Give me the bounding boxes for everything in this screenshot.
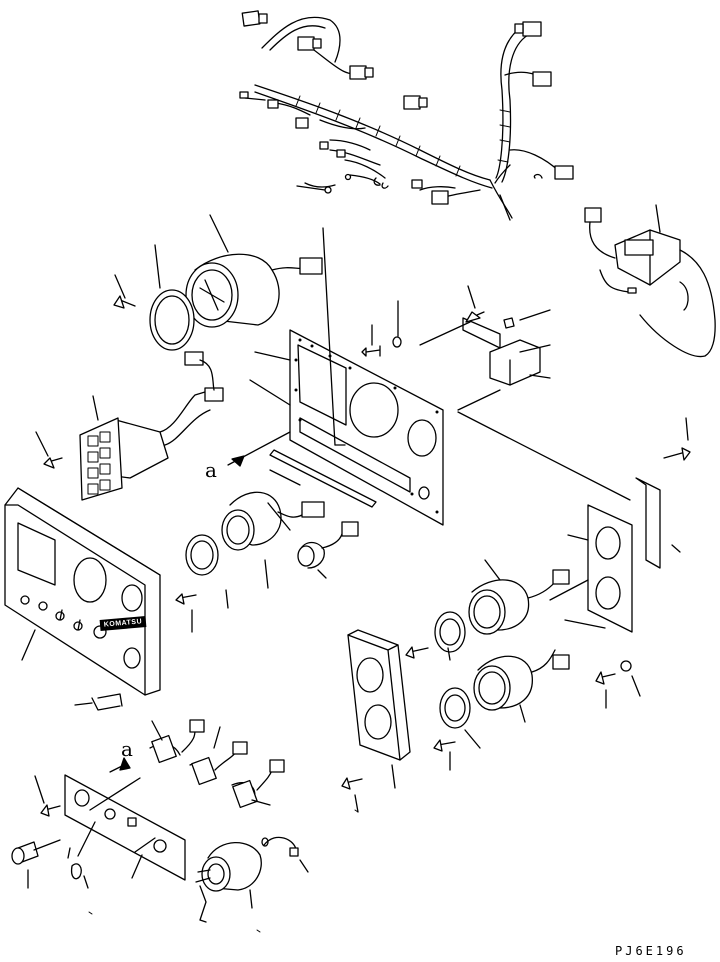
drawing-code: PJ6E196 <box>615 944 687 958</box>
right-gauge-plate <box>405 417 691 771</box>
wiring-harness <box>239 10 574 221</box>
connector-label-a-bottom: a <box>121 737 133 761</box>
warning-lamp-module <box>35 351 224 501</box>
front-dash-panel <box>4 487 161 711</box>
spacer-plate <box>341 629 411 813</box>
hour-meter-gauge <box>113 214 323 351</box>
instrument-mounting-plate <box>227 227 444 526</box>
connector-label-a-top: a <box>205 458 217 482</box>
center-gauges <box>175 411 631 633</box>
relay-bracket-assembly <box>584 204 716 358</box>
relay-block <box>419 285 551 411</box>
switch-plate-assembly <box>11 719 309 923</box>
